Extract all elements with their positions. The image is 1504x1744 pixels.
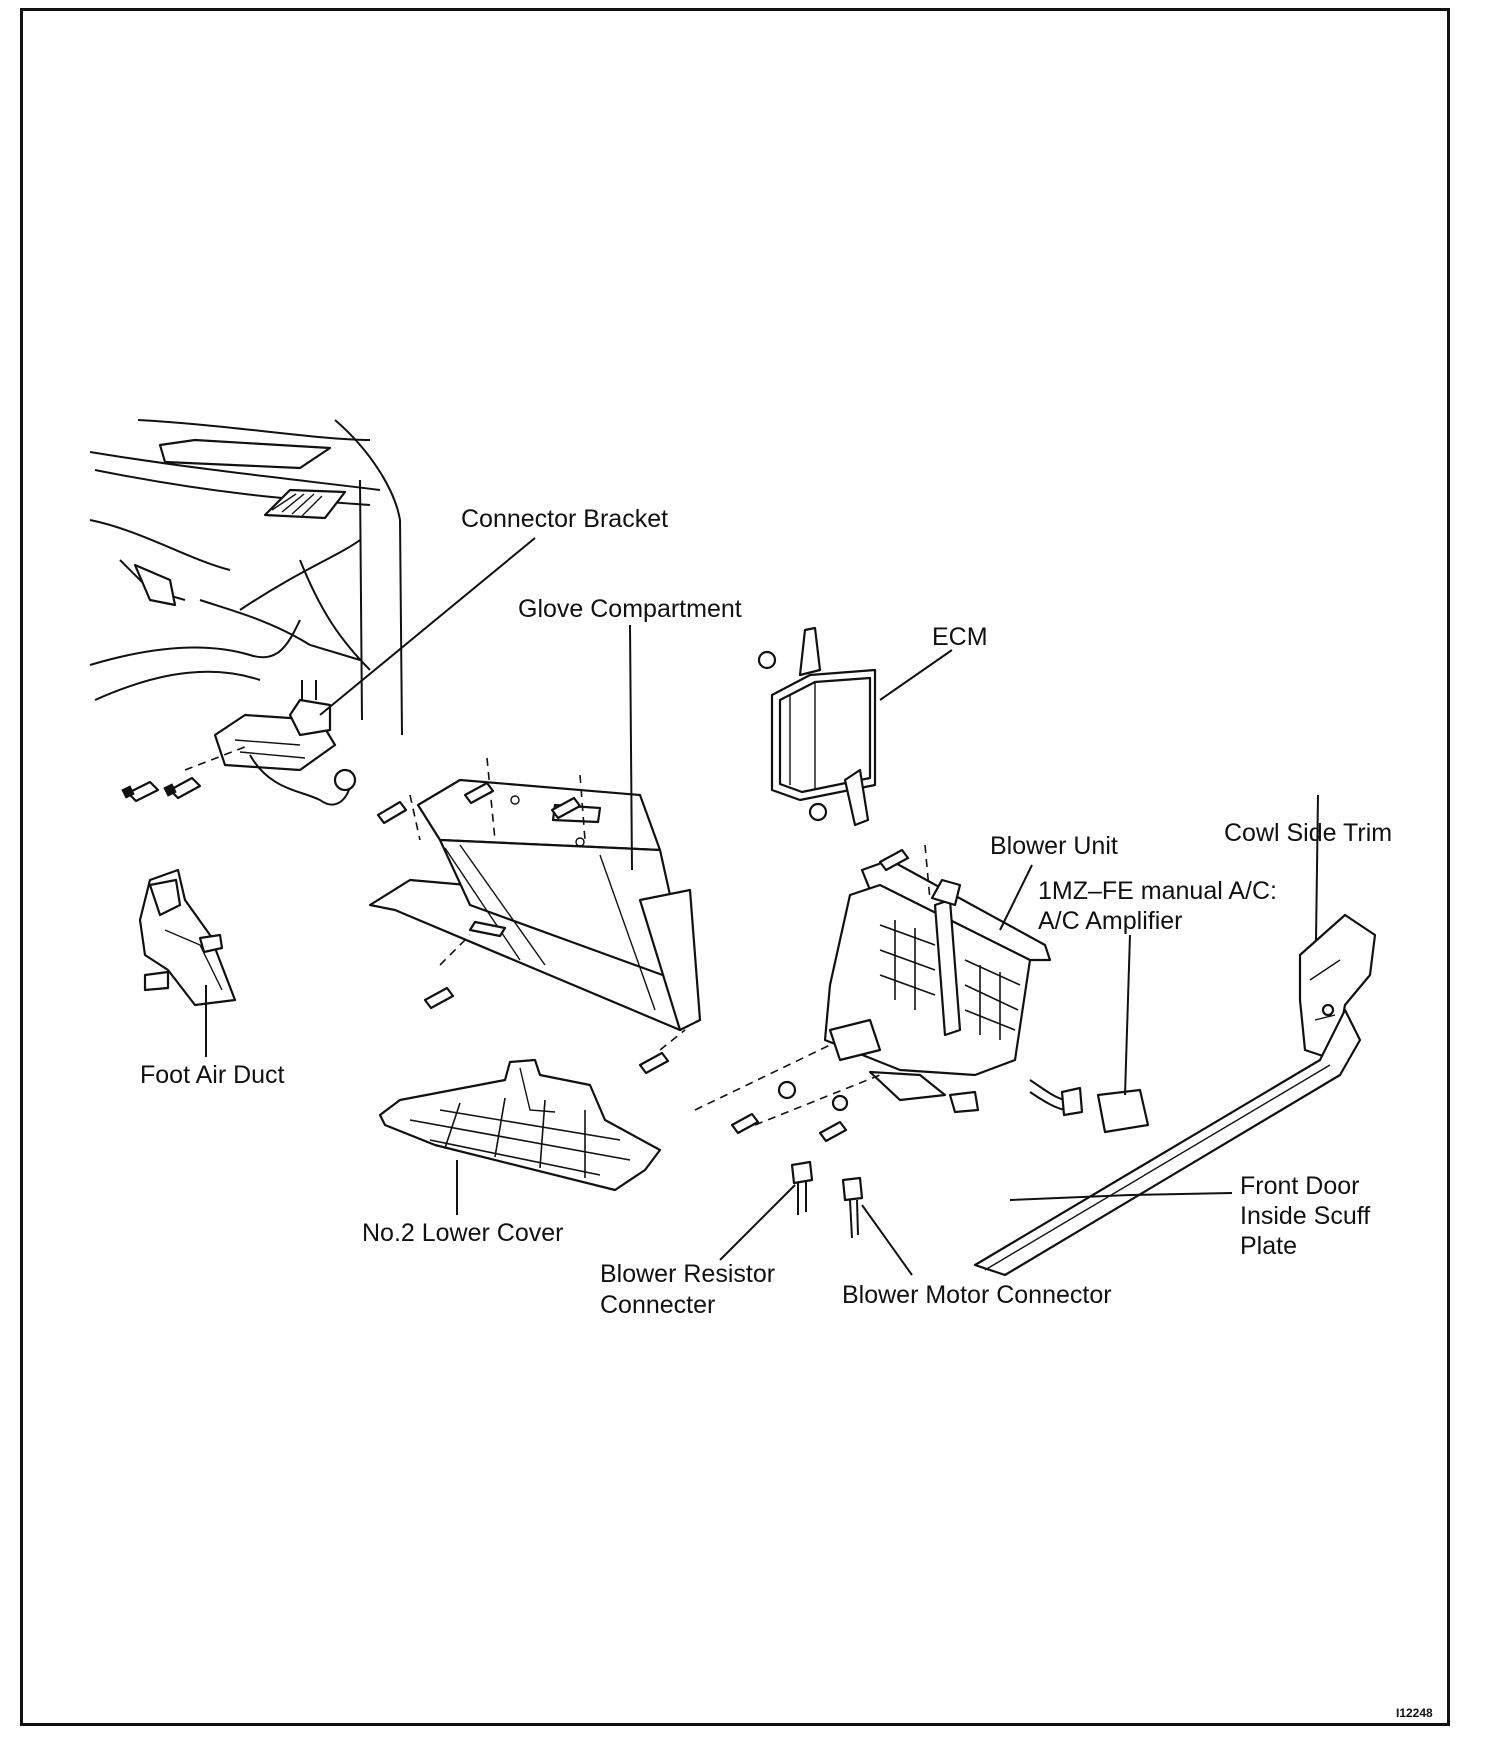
label-foot-air-duct: Foot Air Duct <box>140 1061 285 1089</box>
foot-air-duct-part <box>138 868 237 1007</box>
label-ac-amplifier-line1: 1MZ–FE manual A/C: <box>1038 877 1277 905</box>
label-front-door-line2: Inside Scuff <box>1240 1202 1371 1230</box>
glove-compartment-part <box>368 778 702 1032</box>
connector-bracket-part <box>213 680 357 806</box>
instrument-panel <box>89 419 403 736</box>
glove-compartment-screws <box>376 757 686 1075</box>
figure-frame <box>20 8 1450 1726</box>
label-glove-compartment: Glove Compartment <box>518 595 742 623</box>
label-ac-amplifier-line2: A/C Amplifier <box>1038 907 1183 935</box>
no2-lower-cover-part <box>378 1058 662 1192</box>
bracket-screws <box>121 744 251 803</box>
label-ecm: ECM <box>932 623 988 651</box>
label-blower-unit: Blower Unit <box>990 832 1118 860</box>
front-door-scuff-plate-part <box>973 1008 1362 1277</box>
ac-amplifier-part <box>1029 1079 1150 1134</box>
label-front-door-line1: Front Door <box>1240 1172 1360 1200</box>
label-front-door-line3: Plate <box>1240 1232 1297 1260</box>
blower-connectors <box>790 1160 864 1239</box>
cowl-side-trim-part <box>1298 913 1377 1062</box>
label-connector-bracket: Connector Bracket <box>461 505 669 533</box>
label-blower-motor-connector: Blower Motor Connector <box>842 1281 1112 1309</box>
ecm-part <box>757 626 877 827</box>
label-cowl-side-trim: Cowl Side Trim <box>1224 819 1393 847</box>
blower-unit-part <box>694 844 1052 1143</box>
leader-lines <box>205 537 1319 1276</box>
figure-code: I12248 <box>1396 1706 1433 1720</box>
label-no2-lower-cover: No.2 Lower Cover <box>362 1219 564 1247</box>
label-blower-resistor-line1: Blower Resistor <box>600 1260 776 1288</box>
label-blower-resistor-line2: Connecter <box>600 1291 716 1319</box>
